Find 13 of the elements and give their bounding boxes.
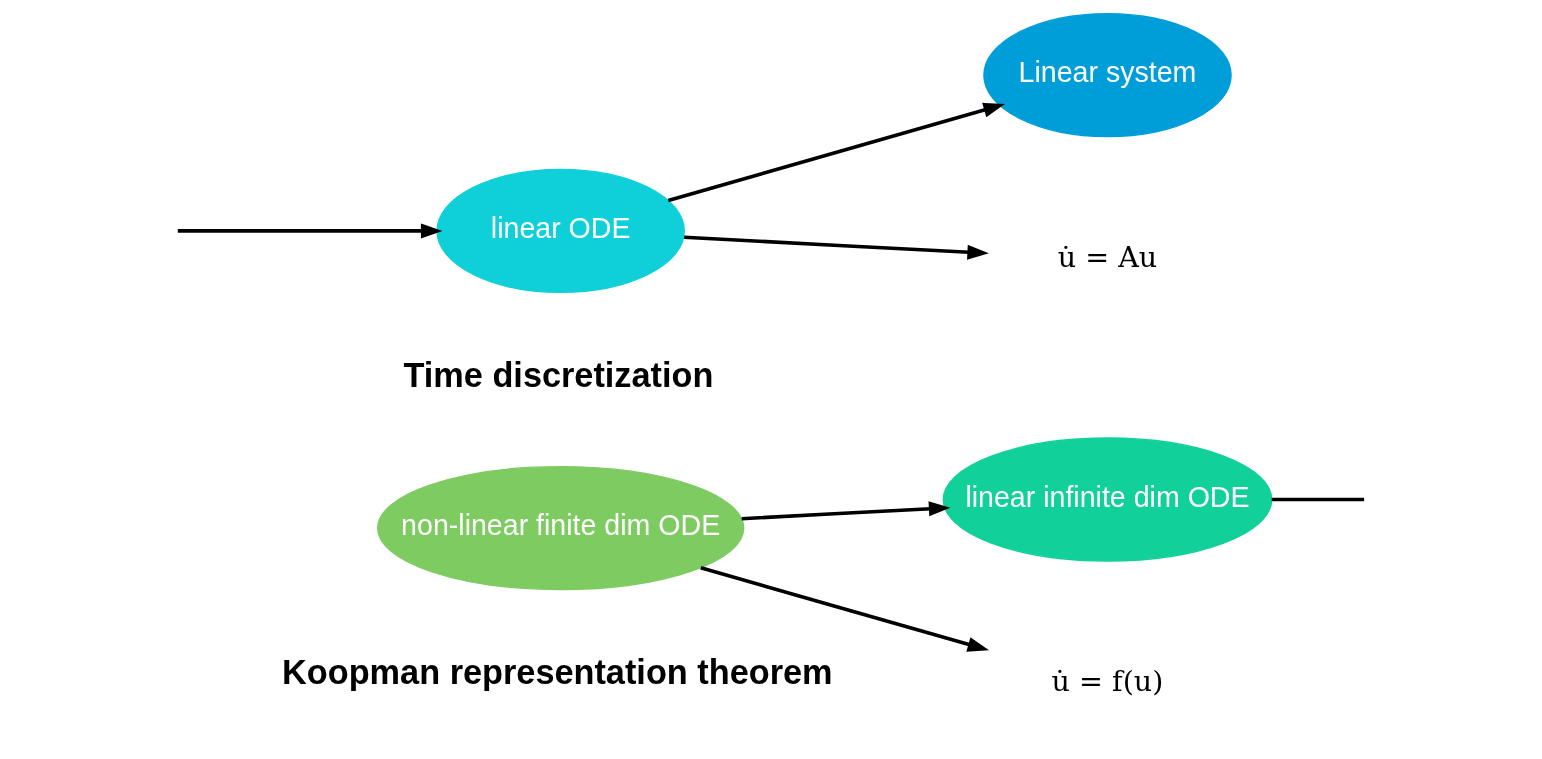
- arrow: [667, 102, 1005, 203]
- arrow: [684, 235, 989, 260]
- arrow: [741, 501, 951, 521]
- label: Koopman representation theorem: [282, 653, 833, 692]
- node-text: u̇ = Au: [1057, 239, 1158, 274]
- node-ellipse: non-linear finite dim ODE: [376, 465, 745, 591]
- node-ellipse: linear ODE: [436, 168, 685, 294]
- arrow: [177, 223, 443, 239]
- connector: [1271, 497, 1365, 502]
- node-text: u̇ = f(u): [1051, 663, 1164, 698]
- arrow: [700, 566, 990, 652]
- label: Time discretization: [403, 355, 714, 394]
- node-ellipse: linear infinite dim ODE: [942, 437, 1273, 562]
